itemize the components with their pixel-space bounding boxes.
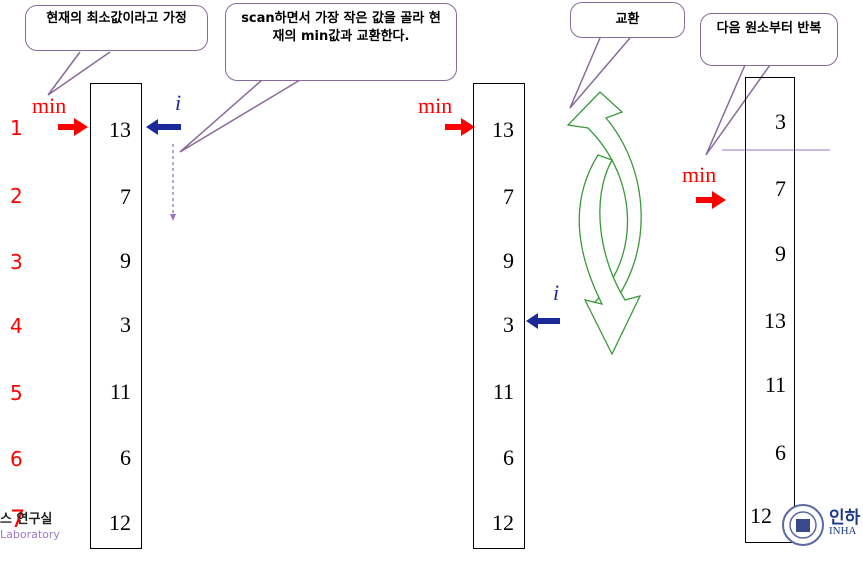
- lab-logo-text-english: Laboratory: [0, 528, 60, 541]
- callout-assume-min: 현재의 최소값이라고 가정: [25, 5, 208, 51]
- cell-scanned-1: 13: [492, 117, 514, 142]
- min-label-middle: min: [418, 93, 453, 118]
- cell-after-7: 12: [750, 503, 772, 528]
- cell-after-3: 9: [775, 241, 786, 266]
- i-label-middle: i: [553, 280, 560, 305]
- cell-scanned-6: 6: [503, 445, 514, 470]
- cell-after-4: 13: [764, 308, 786, 333]
- cell-before-4: 3: [120, 312, 131, 337]
- cell-scanned-4: 3: [503, 312, 514, 337]
- i-arrow-middle: [526, 313, 560, 329]
- min-arrow-left: [58, 118, 88, 136]
- cell-before-3: 9: [120, 248, 131, 273]
- cell-after-6: 6: [775, 440, 786, 465]
- i-label-left: i: [175, 90, 182, 115]
- callout-tail-assume: [47, 51, 111, 96]
- lab-logo-text-korean: 스 연구실: [0, 512, 53, 527]
- min-arrow-right: [696, 191, 726, 209]
- university-logo-right: 인하 INHA: [781, 503, 863, 553]
- callout-repeat: 다음 원소부터 반복: [700, 13, 838, 66]
- cell-after-1: 3: [775, 109, 786, 134]
- index-1: 1: [10, 116, 23, 140]
- min-arrow-middle: [445, 118, 475, 136]
- university-logo-text-en: INHA: [829, 525, 857, 537]
- min-label-left: min: [32, 93, 67, 118]
- cell-after-2: 7: [775, 176, 786, 201]
- cell-before-6: 6: [120, 445, 131, 470]
- index-5: 5: [10, 381, 23, 405]
- callout-tail-repeat: [705, 64, 771, 156]
- array-column-after: 3 7 9 13 11 6 12: [745, 77, 795, 543]
- cell-before-1: 13: [109, 117, 131, 142]
- lab-logo-left: 스 연구실 Laboratory: [0, 512, 60, 542]
- university-seal-icon: [782, 504, 824, 546]
- cell-before-5: 11: [109, 379, 131, 404]
- callout-tail-scan: [179, 79, 301, 153]
- callout-scan: scan하면서 가장 작은 값을 골라 현재의 min값과 교환한다.: [225, 3, 457, 81]
- index-4: 4: [10, 314, 23, 338]
- scan-dashed-arrow: [170, 144, 176, 221]
- cell-scanned-7: 12: [492, 510, 514, 535]
- index-7: 7: [10, 505, 26, 533]
- i-arrow-left: [146, 119, 181, 135]
- cell-scanned-3: 9: [503, 248, 514, 273]
- cell-after-5: 11: [764, 372, 786, 397]
- array-column-scanned: 13 7 9 3 11 6 12: [473, 83, 525, 549]
- array-column-before: 13 7 9 3 11 6 12: [90, 83, 142, 549]
- index-2: 2: [10, 184, 23, 208]
- callout-swap: 교환: [570, 2, 685, 38]
- cell-before-7: 12: [109, 510, 131, 535]
- cell-scanned-2: 7: [503, 184, 514, 209]
- university-logo-text: 인하: [829, 508, 861, 528]
- callout-tail-swap: [569, 37, 631, 109]
- index-3: 3: [10, 250, 23, 274]
- index-6: 6: [10, 447, 23, 471]
- min-label-right: min: [682, 162, 717, 187]
- cell-before-2: 7: [120, 184, 131, 209]
- swap-curved-arrow: [566, 91, 642, 356]
- cell-scanned-5: 11: [492, 379, 514, 404]
